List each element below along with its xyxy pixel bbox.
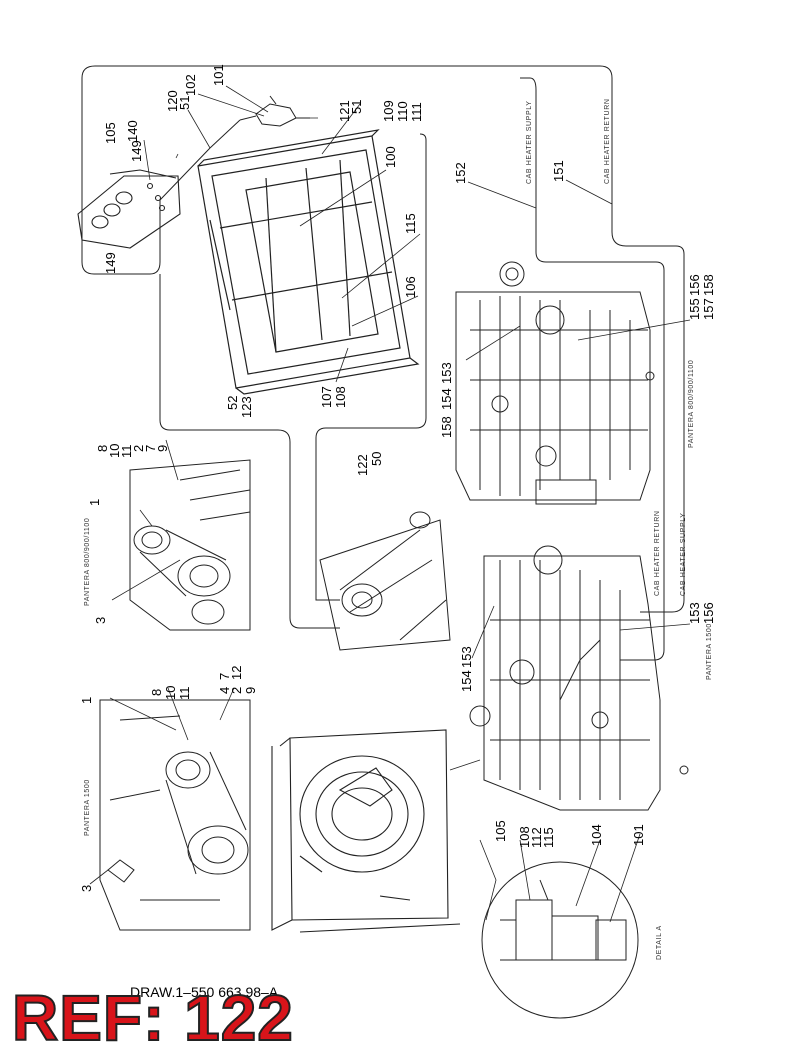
callout-122: 122 [355,454,370,476]
view-caption-pantera-800-upper-right: PANTERA 800/900/1100 [688,359,695,448]
callout-50: 50 [369,451,384,466]
callout-158-left: 158 [439,416,454,438]
callout-156-lower: 156 [701,602,716,624]
engine-lower-right [469,545,689,811]
callout-1-lower: 1 [79,696,94,704]
callout-100: 100 [383,146,398,168]
callout-51: 51 [177,95,192,110]
callout-52: 52 [225,395,240,410]
callout-152: 152 [453,162,468,184]
heater-unit [271,729,461,933]
callout-149: 149 [129,140,144,162]
detail-a-view [481,861,639,1019]
callout-153-lower: 153 [687,602,702,624]
callout-158: 158 [701,274,716,296]
fan-unit [77,169,181,249]
callout-10-lower: 10 [163,685,178,700]
callout-115: 115 [403,213,418,234]
callout-104: 104 [589,824,604,846]
callout-155: 155 [687,298,702,320]
engine-pulley-view-800 [129,459,251,631]
callout-109: 109 [381,100,396,122]
callout-51-right: 51 [349,99,364,114]
callout-2-lower: 2 [229,686,244,694]
callout-123: 123 [239,396,254,418]
engine-pulley-view-1500 [99,699,251,931]
callout-149-lower: 149 [103,252,118,274]
view-caption-pantera-1500-right: PANTERA 1500 [706,623,713,680]
callout-111: 111 [409,102,424,122]
leader-lines [89,85,691,923]
hose-route-left [81,65,161,275]
callout-8-lower: 8 [149,688,164,696]
hose-route-outer [95,65,685,613]
callout-110: 110 [395,101,410,122]
callout-1: 1 [87,498,102,506]
hose-route-supply [520,77,665,661]
callout-140: 140 [125,120,140,142]
hose-route-engine [159,274,340,629]
callout-102: 102 [183,74,198,96]
view-caption-detail-a: DETAIL A [656,925,663,960]
callout-107: 107 [319,386,334,408]
cooler-frame [197,129,420,395]
callout-153-lower-left: 153 [459,646,474,668]
view-caption-pantera-800-left: PANTERA 800/900/1100 [84,517,91,606]
callout-108: 108 [333,386,348,408]
callout-105: 105 [103,122,118,144]
callout-154-lower: 154 [459,670,474,692]
callout-3-lower: 3 [79,884,94,892]
callout-3: 3 [93,616,108,624]
valve-assembly [159,95,310,201]
engine-upper-right [455,261,655,505]
callout-101: 101 [211,64,226,86]
callout-157: 157 [701,298,716,320]
engine-middle-view [319,511,451,651]
view-caption-pantera-1500-left: PANTERA 1500 [84,779,91,836]
drawing-number: DRAW.1–550 663 98–A [130,984,279,1000]
callout-115-detail: 115 [541,827,556,848]
callout-106: 106 [403,276,418,298]
callout-151: 151 [551,160,566,182]
callout-11-lower: 11 [177,686,192,701]
callout-101-detail: 101 [631,824,646,846]
callout-154: 154 [439,388,454,410]
ref-badge: REF: 122 [11,982,294,1054]
callout-156: 156 [687,274,702,296]
hose-caption-return-top: CAB HEATER RETURN [604,98,611,184]
hose-route-inner [315,133,427,601]
callout-105-detail: 105 [493,820,508,842]
callout-153: 153 [439,362,454,384]
hose-caption-return-mid: CAB HEATER RETURN [654,510,661,596]
callout-12: 12 [229,665,244,680]
hose-caption-supply-mid: CAB HEATER SUPPLY [680,512,687,596]
callout-9: 9 [155,444,170,452]
hose-caption-supply-top: CAB HEATER SUPPLY [526,100,533,184]
callout-9-lower: 9 [243,686,258,694]
